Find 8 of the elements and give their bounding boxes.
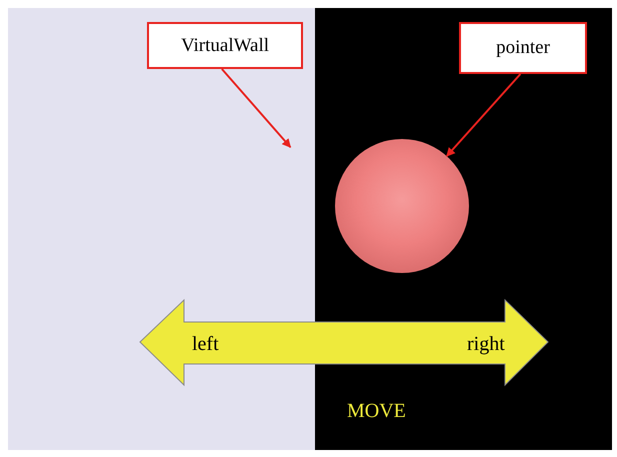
leader-arrow xyxy=(446,73,522,157)
direction-label: left xyxy=(192,334,219,354)
wall-panel xyxy=(8,8,315,450)
motion-label: MOVE xyxy=(347,401,406,421)
leader-arrow xyxy=(221,68,292,148)
direction-label: right xyxy=(467,334,505,354)
callout-box: VirtualWall xyxy=(147,22,303,69)
callout-box: pointer xyxy=(459,22,587,74)
